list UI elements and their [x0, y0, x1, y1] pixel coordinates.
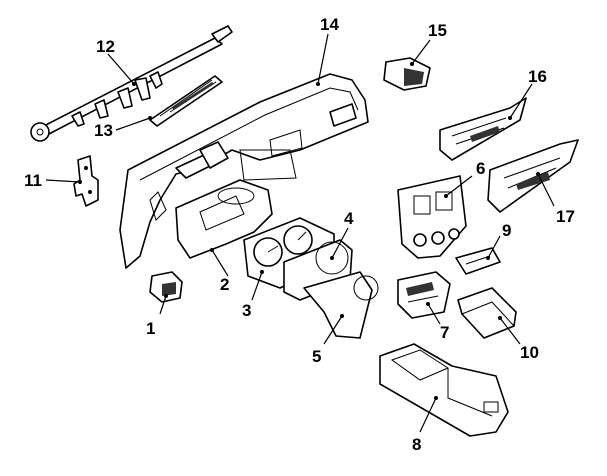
- callout-13: 13: [94, 121, 113, 140]
- part-2-instrument-hood: [175, 179, 273, 259]
- callout-17: 17: [556, 207, 575, 226]
- callout-5: 5: [312, 347, 321, 366]
- callout-2: 2: [220, 275, 229, 294]
- leader-lines: [45, 33, 555, 433]
- part-14-dashboard-panel: [119, 73, 369, 269]
- part-10-module-box: [457, 287, 517, 339]
- part-13-defroster-grille: [149, 75, 223, 127]
- callout-8: 8: [412, 435, 421, 454]
- part-1-vent: [149, 271, 183, 303]
- part-15-side-vent: [383, 57, 431, 91]
- callout-4: 4: [344, 209, 354, 228]
- part-8-center-console: [379, 343, 509, 437]
- callout-16: 16: [528, 67, 547, 86]
- part-5-lower-trim: [303, 271, 379, 339]
- callout-7: 7: [440, 323, 449, 342]
- callout-10: 10: [520, 343, 539, 362]
- callout-labels: 1 2 3 4 5 6 7 8 9 10 11 12 13 14 15 16 1…: [24, 15, 575, 454]
- callout-1: 1: [146, 319, 155, 338]
- part-11-bracket: [73, 155, 99, 207]
- part-17-glove-box: [487, 139, 579, 213]
- callout-9: 9: [502, 221, 511, 240]
- part-6-center-console-panel: [397, 175, 467, 259]
- callout-14: 14: [320, 15, 339, 34]
- part-7-switch-assembly: [397, 271, 451, 319]
- part-9-small-switch: [455, 247, 501, 275]
- callout-15: 15: [428, 21, 447, 40]
- callout-3: 3: [242, 301, 251, 320]
- part-16-glove-box-lid: [439, 97, 527, 161]
- callout-6: 6: [476, 159, 485, 178]
- callout-12: 12: [96, 37, 115, 56]
- callout-11: 11: [24, 171, 42, 190]
- part-12-support-bar: [30, 25, 233, 142]
